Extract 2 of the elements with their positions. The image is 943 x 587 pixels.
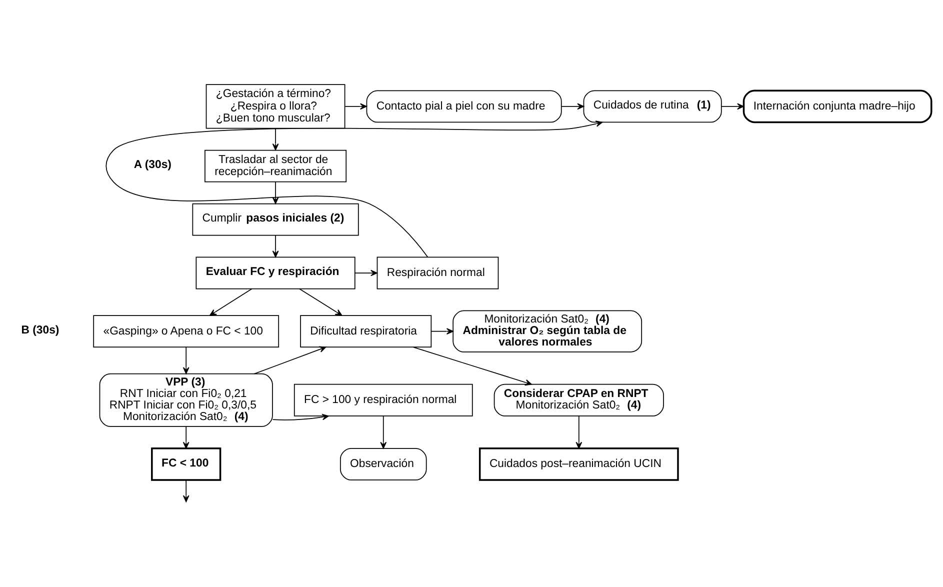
label: A (30s) xyxy=(134,159,172,172)
label: B (30s) xyxy=(21,324,60,336)
